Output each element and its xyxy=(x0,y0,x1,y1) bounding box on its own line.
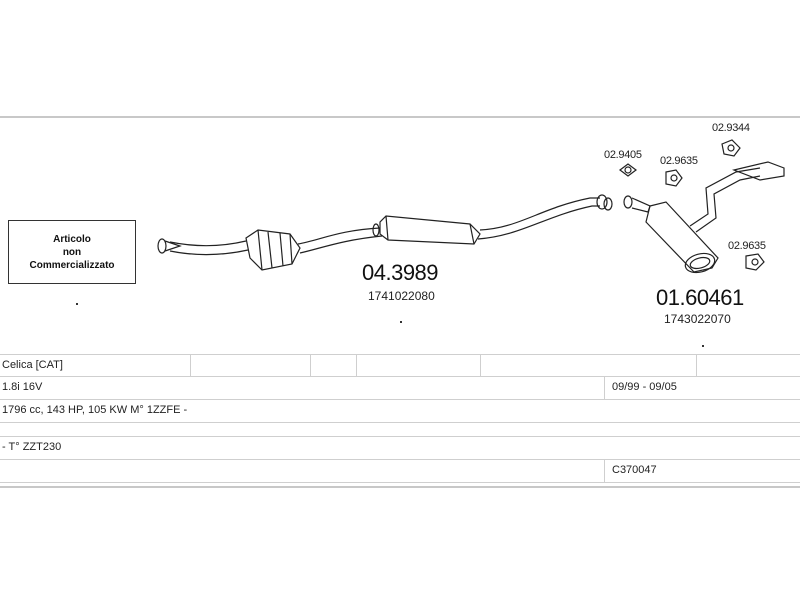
table-row: 1.8i 16V 09/99 - 09/05 xyxy=(0,377,800,400)
rear-inlet-flange-icon xyxy=(623,195,651,213)
rubber-hanger-icon xyxy=(745,253,765,271)
notice-line-2: non xyxy=(62,246,82,258)
intermediate-pipe xyxy=(297,227,383,254)
table-row xyxy=(0,423,800,437)
fitting-label: 02.9405 xyxy=(604,149,642,161)
table-row: - T° ZZT230 xyxy=(0,437,800,460)
vehicle-engine: 1.8i 16V xyxy=(2,381,43,393)
not-commercialized-notice: Articolo non Commercializzato xyxy=(8,220,136,284)
tail-pipe xyxy=(689,161,785,233)
front-flange-icon xyxy=(157,238,182,254)
fitting-label: 02.9344 xyxy=(712,122,750,134)
marker-dot xyxy=(400,321,402,323)
middle-silencer-icon xyxy=(372,215,481,245)
notice-line-3: Commercializzato xyxy=(29,259,115,271)
vehicle-specs: 1796 cc, 143 HP, 105 KW M° 1ZZFE - xyxy=(2,404,188,416)
rear-silencer-icon xyxy=(645,201,719,274)
diagram-frame xyxy=(0,116,800,488)
marker-dot xyxy=(702,345,704,347)
vehicle-data-table: Celica [CAT] 1.8i 16V 09/99 - 09/05 1796… xyxy=(0,354,800,483)
fitting-label: 02.9635 xyxy=(728,240,766,252)
rear-connecting-pipe xyxy=(477,197,600,240)
exhaust-diagram xyxy=(157,139,785,274)
middle-part-code: 04.3989 xyxy=(362,260,439,285)
rubber-hanger-icon xyxy=(665,169,683,187)
vehicle-model: Celica [CAT] xyxy=(2,359,63,371)
rear-part-reference: 1743022070 xyxy=(664,312,731,326)
marker-dot xyxy=(76,303,78,305)
catalytic-converter-icon xyxy=(245,229,301,271)
rear-flange-icon xyxy=(596,194,613,211)
fitting-label: 02.9635 xyxy=(660,155,698,167)
gasket-icon xyxy=(619,163,637,177)
rear-part-code: 01.60461 xyxy=(656,285,744,310)
vehicle-type: - T° ZZT230 xyxy=(2,441,62,453)
notice-line-1: Articolo xyxy=(53,233,91,245)
middle-part-reference: 1741022080 xyxy=(368,289,435,303)
front-pipe xyxy=(169,240,249,256)
table-row: Celica [CAT] xyxy=(0,354,800,377)
catalog-code: C370047 xyxy=(612,464,657,476)
table-row: C370047 xyxy=(0,460,800,483)
vehicle-years: 09/99 - 09/05 xyxy=(612,381,677,393)
rubber-hanger-icon xyxy=(721,139,741,157)
table-row: 1796 cc, 143 HP, 105 KW M° 1ZZFE - xyxy=(0,400,800,423)
